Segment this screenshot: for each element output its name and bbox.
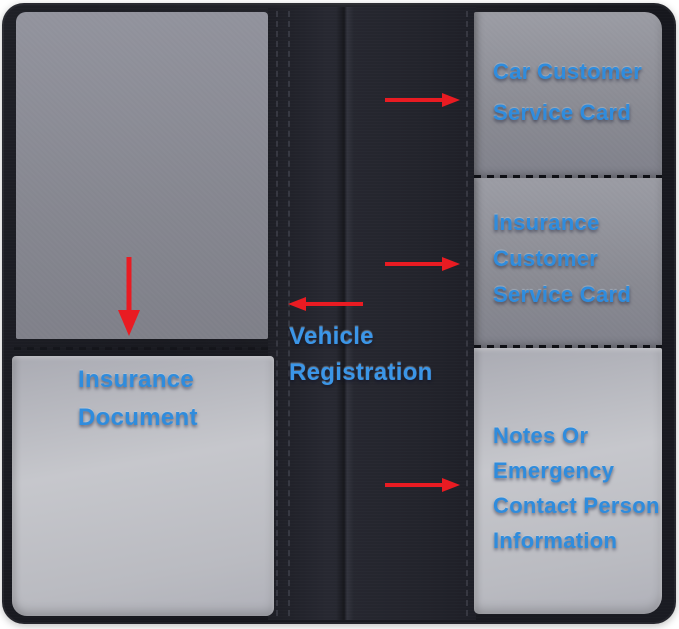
stitch-seam [474,345,662,348]
insurance-document-label: Insurance Document [78,366,198,431]
left-top-pocket [16,12,268,339]
car-customer-service-card-label: Car Customer Service Card [493,59,643,125]
right-bottom-pocket [474,348,662,614]
red-arrow-right-icon [384,92,460,108]
fold-crease [336,7,354,620]
left-bottom-pocket [12,356,274,616]
right-top-pocket [474,12,662,178]
red-arrow-right-icon [384,256,460,272]
red-arrow-down-icon [116,254,142,338]
right-middle-pocket [474,178,662,348]
stitch-seam [14,347,272,350]
stitch-seam [276,11,278,616]
stitch-seam [288,11,290,616]
stitch-seam [466,11,468,616]
insurance-customer-service-card-label: Insurance Customer Service Card [493,210,632,307]
stitch-seam [474,175,662,178]
red-arrow-right-icon [384,477,460,493]
vehicle-registration-label: Vehicle Registration [289,323,433,386]
document-wallet: Car Customer Service Card Insurance Cust… [2,3,676,624]
notes-emergency-contact-label: Notes Or Emergency Contact Person Inform… [493,423,660,553]
wallet-spine-panel [268,7,476,620]
red-arrow-left-icon [288,296,364,312]
